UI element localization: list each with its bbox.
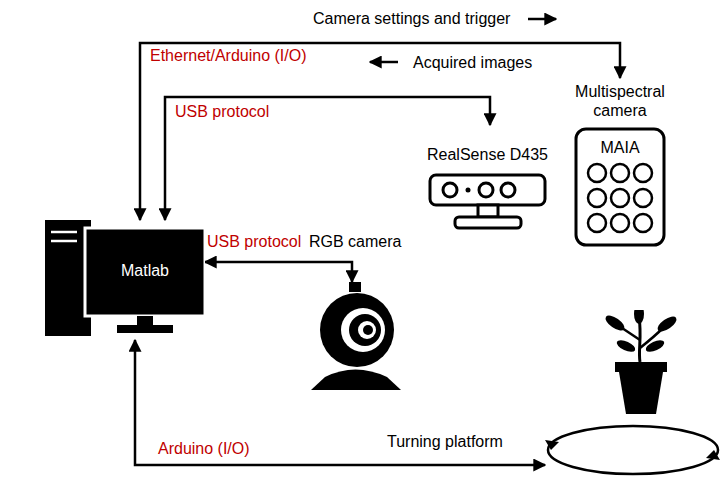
connector-label: Ethernet/Arduino (I/O) xyxy=(148,46,309,65)
direction-arrow xyxy=(528,18,556,21)
node-heading: Turning platform xyxy=(387,432,503,451)
node-label: RealSense D435 xyxy=(420,145,555,164)
connector-group xyxy=(135,43,620,465)
computer-illustration xyxy=(45,220,205,340)
annotation-label: Acquired images xyxy=(413,53,532,72)
connector-label: Arduino (I/O) xyxy=(156,439,252,458)
connector xyxy=(140,43,620,220)
webcam-node: RGB camera xyxy=(305,282,405,394)
annotation-label: Camera settings and trigger xyxy=(313,9,510,28)
connector-label: USB protocol xyxy=(173,102,271,121)
depth-camera-illustration xyxy=(420,125,555,240)
direction-arrow xyxy=(370,61,398,64)
computer-node: Matlab xyxy=(45,220,205,340)
node-heading: RGB camera xyxy=(309,232,401,251)
node-label: Matlab xyxy=(85,261,205,280)
node-heading: Multispectral camera xyxy=(565,82,675,120)
turning-platform-node: Turning platform xyxy=(545,310,720,478)
turning-platform-illustration xyxy=(545,310,720,478)
webcam-illustration xyxy=(305,282,405,394)
device-name: MAIA xyxy=(576,138,664,157)
multispectral-camera-node: Multispectral cameraMAIA xyxy=(560,78,680,250)
depth-camera-node: RealSense D435 xyxy=(420,125,555,240)
connector-label: USB protocol xyxy=(205,232,303,251)
connector xyxy=(205,262,352,282)
